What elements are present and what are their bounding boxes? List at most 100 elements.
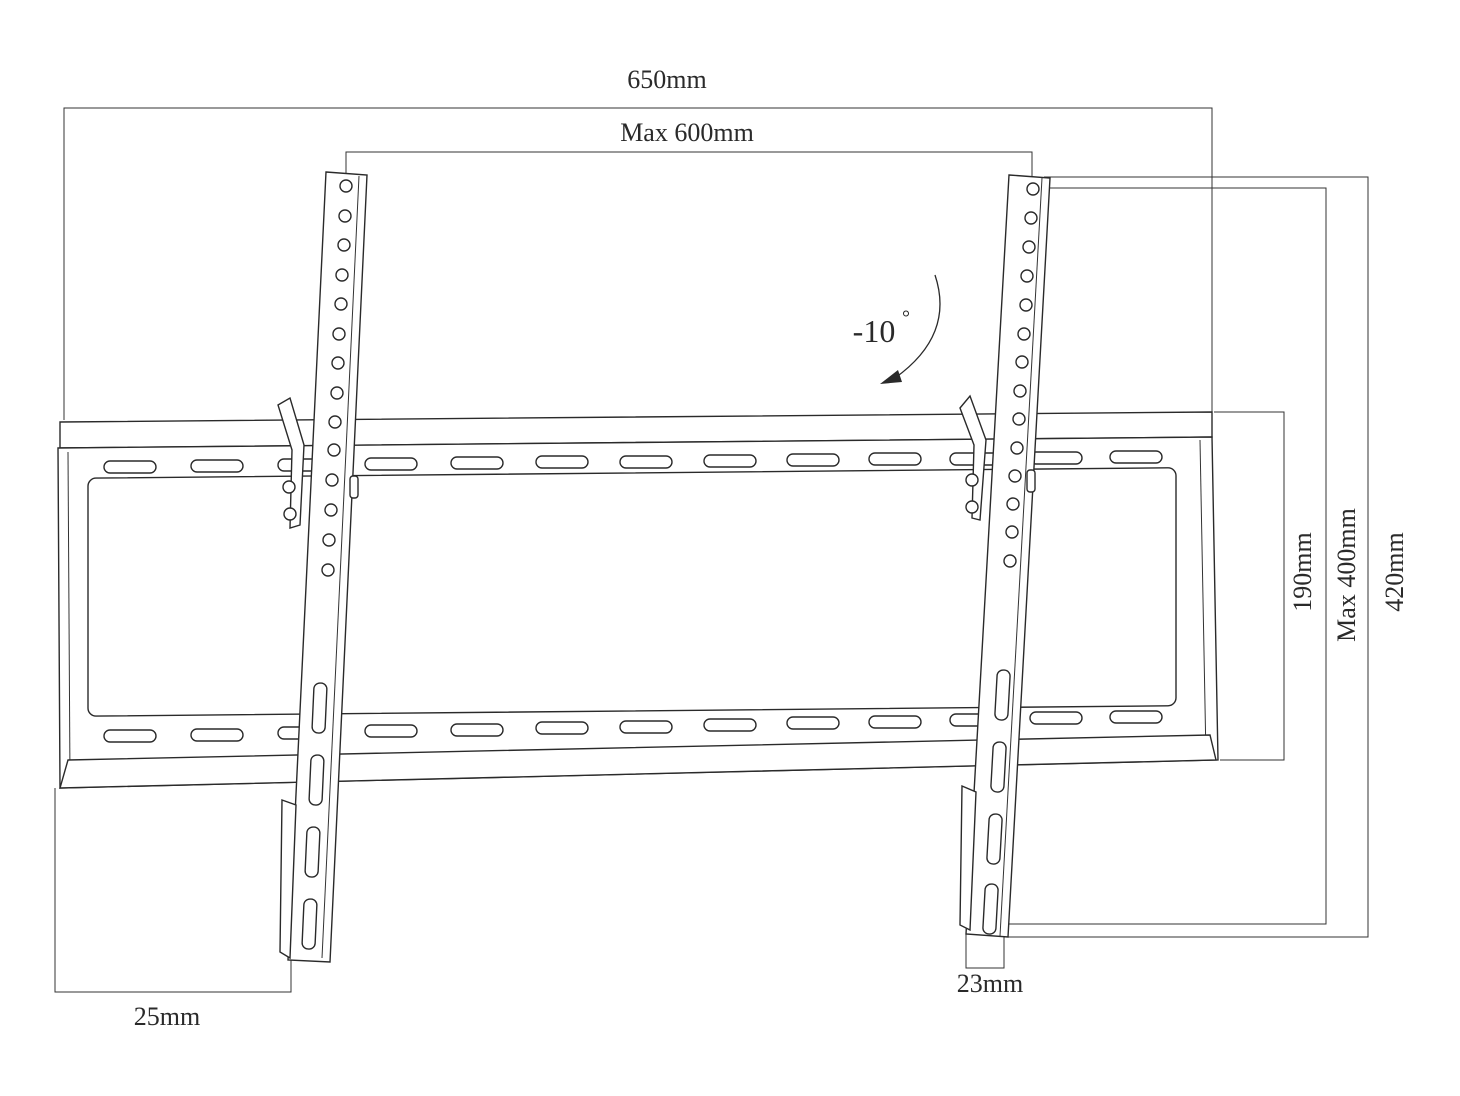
- hole: [330, 386, 344, 400]
- label-overall-width: 650mm: [627, 65, 706, 94]
- slot: [703, 718, 757, 732]
- slot: [619, 455, 673, 469]
- hole: [1024, 211, 1038, 225]
- dim-line-max-vesa-height: [994, 187, 1327, 925]
- dim-line-plate-height: [1214, 411, 1285, 761]
- slot: [304, 826, 321, 878]
- hole: [1019, 298, 1033, 312]
- hole: [322, 533, 336, 547]
- tilt-arrowhead: [880, 370, 902, 384]
- hole: [332, 327, 346, 341]
- label-plate-height: 190mm: [1288, 532, 1317, 611]
- hole: [1003, 554, 1017, 568]
- tilt-arc: [894, 274, 941, 379]
- hole: [1010, 441, 1024, 455]
- slot: [190, 728, 244, 742]
- bolt: [1026, 469, 1036, 493]
- hole: [339, 179, 353, 193]
- hole: [1005, 525, 1019, 539]
- label-max-vesa-width: Max 600mm: [620, 118, 754, 147]
- bottom-slot-row: [103, 710, 1163, 743]
- hole: [321, 563, 335, 577]
- right-arm-hole-column: [1003, 182, 1040, 568]
- wall-plate-right-edge: [1199, 439, 1207, 759]
- label-arm-height: 420mm: [1380, 532, 1409, 611]
- hole: [1006, 497, 1020, 511]
- dim-line-arm-width: [965, 934, 1005, 969]
- hole: [338, 209, 352, 223]
- bolt: [283, 507, 297, 521]
- wall-plate-left-edge: [67, 451, 71, 781]
- left-arm-bottom-hook: [279, 799, 297, 960]
- bolt: [282, 480, 296, 494]
- dim-line-max-vesa-width: [345, 151, 1033, 184]
- dimension-labels: 650mm Max 600mm -10 ° 190mm Max 400mm 42…: [134, 65, 1409, 1031]
- label-degree-symbol: °: [902, 307, 910, 329]
- hole: [325, 473, 339, 487]
- slot: [868, 715, 922, 729]
- dimension-lines: [54, 107, 1369, 993]
- slot: [1109, 450, 1163, 464]
- hole: [1013, 384, 1027, 398]
- tilt-arrow: [880, 274, 941, 384]
- hole: [1017, 327, 1031, 341]
- left-arm-hook: [277, 396, 305, 529]
- slot: [1109, 710, 1163, 724]
- slot: [364, 457, 418, 471]
- slot: [786, 453, 840, 467]
- wall-plate-bottom-flange: [59, 734, 1217, 789]
- left-arm-hole-column: [321, 179, 353, 577]
- hole: [1008, 469, 1022, 483]
- left-arm-edge: [321, 175, 360, 959]
- slot: [535, 721, 589, 735]
- slot: [1029, 711, 1083, 725]
- bolt: [965, 473, 979, 487]
- wall-plate: [57, 411, 1219, 789]
- slot: [868, 452, 922, 466]
- dim-line-wall-distance: [54, 788, 292, 993]
- slot: [103, 729, 157, 743]
- right-arm-edge: [999, 177, 1043, 937]
- hole: [331, 356, 345, 370]
- right-arm-bottom-hook: [959, 784, 977, 932]
- slot: [703, 454, 757, 468]
- slot: [982, 883, 999, 935]
- right-arm-hook: [959, 394, 987, 521]
- bolt: [349, 475, 359, 499]
- slot: [450, 723, 504, 737]
- slot: [1029, 451, 1083, 465]
- hole: [334, 297, 348, 311]
- hole: [335, 268, 349, 282]
- bolt: [965, 500, 979, 514]
- slot: [301, 898, 318, 950]
- hole: [1012, 412, 1026, 426]
- slot: [364, 724, 418, 738]
- wall-plate-cutout: [87, 467, 1177, 717]
- hole: [1022, 240, 1036, 254]
- dim-line-overall-width: [63, 107, 1213, 420]
- left-arm: [277, 171, 368, 963]
- slot: [786, 716, 840, 730]
- slot: [994, 669, 1011, 721]
- slot: [990, 741, 1007, 793]
- slot: [308, 754, 325, 806]
- hole: [327, 443, 341, 457]
- slot: [311, 682, 328, 734]
- slot: [450, 456, 504, 470]
- slot: [190, 459, 244, 473]
- slot: [619, 720, 673, 734]
- hole: [1026, 182, 1040, 196]
- right-arm: [959, 174, 1051, 938]
- hole: [1015, 355, 1029, 369]
- hole: [324, 503, 338, 517]
- dim-line-arm-height: [1004, 176, 1369, 938]
- hole: [1020, 269, 1034, 283]
- hole: [328, 415, 342, 429]
- label-wall-distance: 25mm: [134, 1002, 200, 1031]
- slot: [103, 460, 157, 474]
- hole: [337, 238, 351, 252]
- slot: [535, 455, 589, 469]
- label-tilt-angle: -10: [853, 313, 896, 349]
